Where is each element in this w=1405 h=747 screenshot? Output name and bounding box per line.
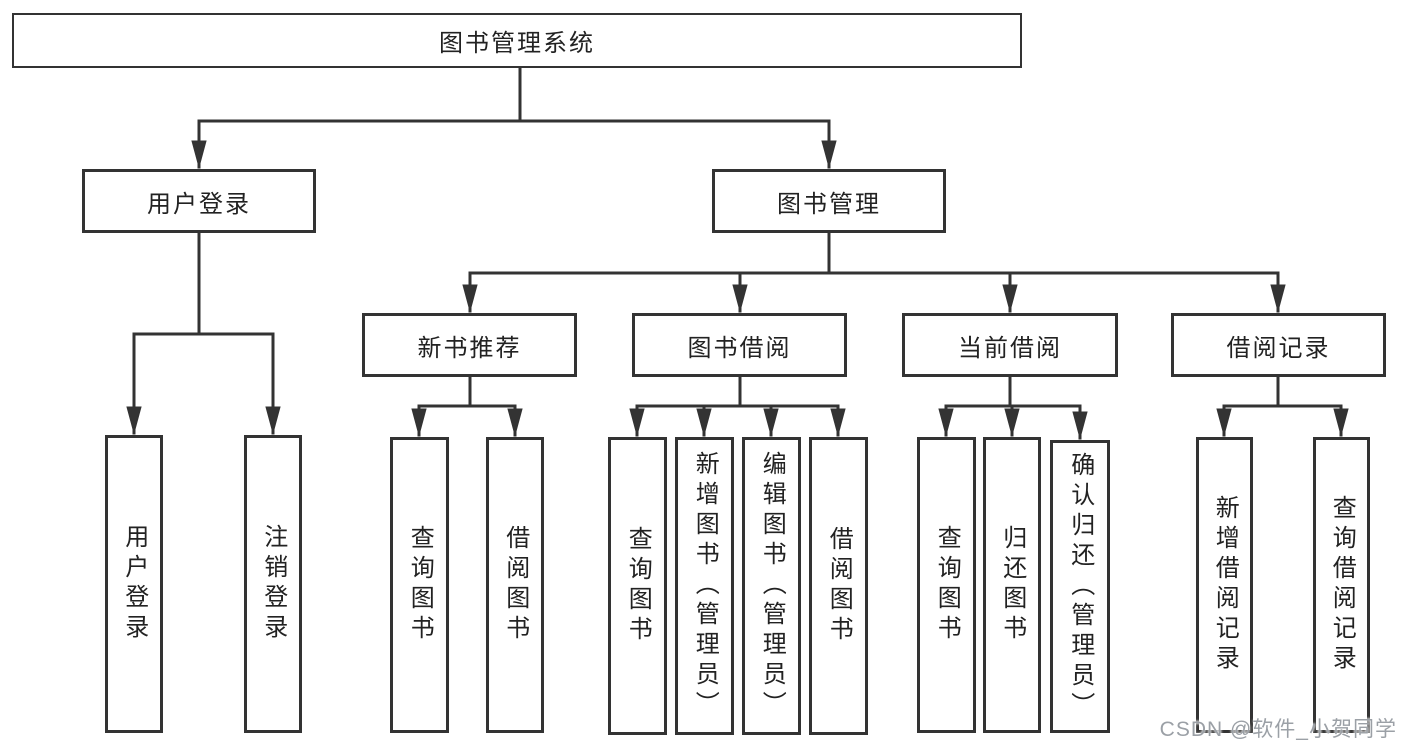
node-book-borrow-label: 图书借阅 (687, 334, 792, 362)
node-borrow-records: 借阅记录 (1171, 313, 1386, 377)
leaf-borrow-borrow-books: 借阅图书 (809, 437, 868, 735)
node-new-book-recommend-label: 新书推荐 (417, 334, 522, 362)
node-current-borrow-label: 当前借阅 (958, 334, 1062, 362)
node-new-book-recommend: 新书推荐 (362, 313, 577, 377)
leaf-current-return-books: 归还图书 (983, 437, 1041, 733)
node-book-management: 图书管理 (712, 169, 946, 233)
node-current-borrow: 当前借阅 (902, 313, 1118, 377)
node-user-login: 用户登录 (82, 169, 316, 233)
leaf-current-query-books-label: 查询图书 (933, 525, 961, 645)
leaf-records-query-record: 查询借阅记录 (1313, 437, 1370, 733)
leaf-user-login: 用户登录 (105, 435, 163, 733)
leaf-borrow-borrow-books-label: 借阅图书 (825, 526, 853, 646)
leaf-records-add-record-label: 新增借阅记录 (1211, 495, 1239, 675)
leaf-recommend-borrow-books: 借阅图书 (486, 437, 544, 733)
leaf-borrow-edit-books-admin-label: 编辑图书（管理员） (758, 451, 786, 721)
leaf-current-confirm-return-admin: 确认归还（管理员） (1050, 440, 1110, 733)
leaf-borrow-query-books-label: 查询图书 (624, 526, 652, 646)
leaf-borrow-query-books: 查询图书 (608, 437, 667, 735)
watermark: CSDN @软件_小贺同学 (1159, 718, 1397, 741)
node-root-label: 图书管理系统 (439, 30, 595, 57)
leaf-records-query-record-label: 查询借阅记录 (1328, 495, 1356, 675)
leaf-current-confirm-return-admin-label: 确认归还（管理员） (1066, 451, 1094, 722)
leaf-records-add-record: 新增借阅记录 (1196, 437, 1253, 733)
leaf-logout-label: 注销登录 (259, 524, 287, 644)
leaf-current-return-books-label: 归还图书 (998, 525, 1026, 645)
leaf-borrow-add-books-admin: 新增图书（管理员） (675, 437, 734, 735)
leaf-user-login-label: 用户登录 (120, 524, 148, 644)
leaf-borrow-edit-books-admin: 编辑图书（管理员） (742, 437, 801, 735)
node-root: 图书管理系统 (12, 13, 1022, 68)
leaf-recommend-query-books-label: 查询图书 (406, 525, 434, 645)
leaf-current-query-books: 查询图书 (917, 437, 976, 733)
node-user-login-label: 用户登录 (147, 190, 251, 218)
node-borrow-records-label: 借阅记录 (1226, 334, 1331, 362)
leaf-borrow-add-books-admin-label: 新增图书（管理员） (691, 451, 719, 721)
node-book-borrow: 图书借阅 (632, 313, 847, 377)
leaf-logout: 注销登录 (244, 435, 302, 733)
leaf-recommend-borrow-books-label: 借阅图书 (501, 525, 529, 645)
leaf-recommend-query-books: 查询图书 (390, 437, 449, 733)
node-book-management-label: 图书管理 (777, 190, 881, 218)
